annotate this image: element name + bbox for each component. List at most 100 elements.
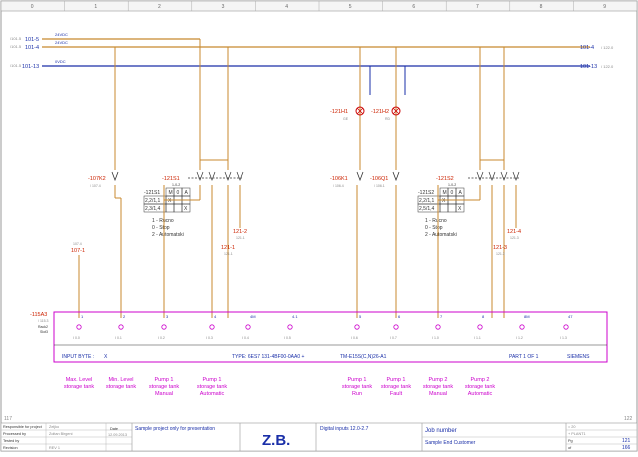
tb-responsible: Zeljko bbox=[49, 425, 59, 429]
lamp-tag-1: -121H1 bbox=[330, 109, 348, 115]
plc-terminal[interactable] bbox=[209, 324, 215, 330]
lamp-tag-2: -121H2 bbox=[371, 109, 389, 115]
plc-terminal[interactable] bbox=[519, 324, 525, 330]
switch-tag-1: -121S1 bbox=[162, 176, 180, 182]
wiring-to-plc bbox=[78, 185, 517, 318]
plc-terminal[interactable] bbox=[477, 324, 483, 330]
bus-ref-2: /101.5 bbox=[10, 44, 22, 49]
ruler-label: 0 bbox=[31, 4, 34, 10]
bus-label-2: 101-4 bbox=[25, 45, 39, 51]
relay-ref-2: / 106.4 bbox=[333, 184, 344, 188]
input-description-line: Pump 1 bbox=[203, 377, 222, 383]
plc-input-byte: INPUT BYTE : bbox=[62, 354, 94, 360]
plc-channel: I 0.3 bbox=[206, 336, 213, 340]
link-121-4[interactable]: 121-4 bbox=[507, 229, 521, 235]
switch-table-cell bbox=[165, 203, 175, 213]
svg-text:0 - Stop: 0 - Stop bbox=[152, 225, 170, 231]
plc-channel: I 0.0 bbox=[73, 336, 80, 340]
plc-terminal[interactable] bbox=[287, 324, 293, 330]
plc-pin-label: 5 bbox=[359, 314, 362, 319]
link-121-1-ref: 121.1 bbox=[224, 252, 233, 256]
switch-table-mark: X bbox=[442, 198, 446, 204]
bus-right-label-2: 101-13 bbox=[580, 64, 597, 70]
link-121-1[interactable]: 121-1 bbox=[221, 245, 235, 251]
svg-text:1 - Rucno: 1 - Rucno bbox=[425, 218, 447, 224]
plc-pin-label: 47 bbox=[568, 314, 573, 319]
input-description-line: Run bbox=[352, 391, 362, 397]
plc-channel: I 1.1 bbox=[474, 336, 481, 340]
input-description-line: storage tank bbox=[465, 384, 496, 390]
tb-processed: Zoltan Birgeni bbox=[49, 432, 73, 436]
plc-pin-label: 8 bbox=[482, 314, 485, 319]
next-page[interactable]: 122 bbox=[624, 416, 633, 422]
plc-pin-label: 1 bbox=[81, 314, 84, 319]
tb-date: 12.09.2013 bbox=[108, 433, 127, 437]
plc-pin-label: 3 bbox=[166, 314, 169, 319]
link-121-3[interactable]: 121-3 bbox=[493, 245, 507, 251]
tb-customer: Sample End Customer bbox=[425, 440, 476, 446]
link-107-1[interactable]: 107-1 bbox=[71, 248, 85, 254]
link-121-2[interactable]: 121-2 bbox=[233, 229, 247, 235]
switch-table-title: -121S2 bbox=[418, 190, 434, 196]
input-description-line: storage tank bbox=[342, 384, 373, 390]
input-description-line: storage tank bbox=[106, 384, 137, 390]
svg-text:0 - Stop: 0 - Stop bbox=[425, 225, 443, 231]
switch-table-cell bbox=[447, 203, 457, 213]
plc-terminal[interactable] bbox=[563, 324, 569, 330]
relay-tag-1: -107K2 bbox=[88, 176, 106, 182]
switch-table-row-label: 2,3/1,4 bbox=[145, 206, 161, 212]
link-107-1-ref: 107.4 bbox=[73, 242, 82, 246]
lamp-121h1[interactable] bbox=[355, 106, 365, 116]
plc-type: TYPE: 6ES7 131-4BF00-0AA0 + bbox=[232, 354, 304, 360]
prev-page[interactable]: 117 bbox=[4, 416, 12, 422]
plc-channel: I 1.2 bbox=[516, 336, 523, 340]
switch-table-header: A bbox=[459, 190, 463, 196]
switch-ref-2: 1-0-2 bbox=[448, 183, 456, 187]
plc-pin-label: 6 bbox=[398, 314, 401, 319]
plc-slot: Slot3 bbox=[40, 330, 48, 334]
plc-terminal[interactable] bbox=[435, 324, 441, 330]
ruler-label: 3 bbox=[222, 4, 225, 10]
svg-text:2 - Automatski: 2 - Automatski bbox=[425, 232, 457, 238]
ruler-label: 1 bbox=[94, 4, 97, 10]
plc-terminal[interactable] bbox=[161, 324, 167, 330]
plc-rack: Rack2 bbox=[38, 325, 48, 329]
tb-date-label: Date bbox=[110, 427, 118, 431]
switch-notes-1: 1 - Rucno 0 - Stop 2 - Automatski bbox=[152, 218, 184, 238]
plc-channel: I 0.6 bbox=[351, 336, 358, 340]
ruler-label: 9 bbox=[603, 4, 606, 10]
selector-switch-2[interactable] bbox=[468, 171, 520, 181]
plc-pin-label: 4 bbox=[214, 314, 217, 319]
selector-switch-1[interactable] bbox=[188, 171, 244, 181]
bus-right-label-1: 101-4 bbox=[580, 45, 594, 51]
bus-ref-3: /101.5 bbox=[10, 63, 22, 68]
switch-ref-1: 1-0-2 bbox=[172, 183, 180, 187]
plc-terminal[interactable] bbox=[76, 324, 82, 330]
plc-terminal[interactable] bbox=[118, 324, 124, 330]
plc-x: X bbox=[104, 354, 108, 360]
switch-table-header: 0 bbox=[177, 190, 180, 196]
tb-revision: REV 1 bbox=[49, 446, 60, 450]
switch-table-header: M bbox=[169, 190, 173, 196]
plc-terminal[interactable] bbox=[393, 324, 399, 330]
input-description-line: storage tank bbox=[64, 384, 95, 390]
plc-tag: -115A3 bbox=[30, 312, 47, 318]
plc-sub: / 115.3 bbox=[38, 319, 48, 323]
bus-voltage-2: 24VDC bbox=[55, 40, 68, 45]
switch-table-cell bbox=[173, 203, 183, 213]
switch-table-header: A bbox=[185, 190, 189, 196]
switch-table-mark: X bbox=[184, 206, 188, 212]
lamp-121h2[interactable] bbox=[391, 106, 401, 116]
input-description-line: Manual bbox=[429, 391, 447, 397]
plc-terminal[interactable] bbox=[245, 324, 251, 330]
plc-terminal[interactable] bbox=[354, 324, 360, 330]
plc-module[interactable] bbox=[53, 311, 608, 363]
ruler-label: 8 bbox=[540, 4, 543, 10]
plc-channel: I 0.7 bbox=[390, 336, 397, 340]
switch-table-row-label: 2,2/1,1 bbox=[145, 198, 161, 204]
plc-pin-label: 4M bbox=[250, 314, 256, 319]
svg-text:1 - Rucno: 1 - Rucno bbox=[152, 218, 174, 224]
tb-loc: + PLANT1 bbox=[568, 432, 586, 436]
